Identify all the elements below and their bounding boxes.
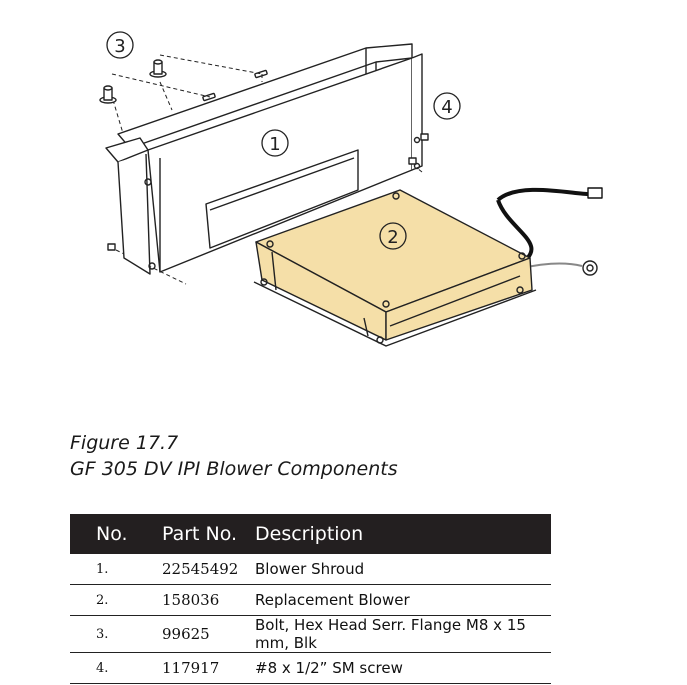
row-part-no: 158036 — [162, 584, 255, 616]
row-part-no: 117917 — [162, 652, 255, 684]
row-description: Bolt, Hex Head Serr. Flange M8 x 15 mm, … — [255, 615, 551, 653]
table-row: 1. 22545492 Blower Shroud — [70, 554, 551, 585]
row-part-no: 22545492 — [162, 554, 255, 585]
row-description: Replacement Blower — [255, 584, 551, 616]
header-description: Description — [255, 514, 551, 554]
blower-exploded-diagram: 3 4 1 2 — [99, 31, 603, 347]
row-no: 3. — [70, 615, 162, 653]
parts-table: No. Part No. Description 1. 22545492 Blo… — [70, 514, 551, 684]
row-description: Blower Shroud — [255, 554, 551, 585]
row-description: #8 x 1/2” SM screw — [255, 652, 551, 684]
row-no: 1. — [70, 554, 162, 585]
header-part-no: Part No. — [162, 514, 255, 554]
callout-4: 4 — [441, 97, 452, 118]
figure-number: Figure 17.7 — [70, 432, 179, 454]
callout-1: 1 — [269, 134, 280, 155]
figure-title: GF 305 DV IPI Blower Components — [70, 458, 398, 480]
table-row: 2. 158036 Replacement Blower — [70, 584, 551, 616]
table-row: 3. 99625 Bolt, Hex Head Serr. Flange M8 … — [70, 615, 551, 653]
row-no: 2. — [70, 584, 162, 616]
table-row: 4. 117917 #8 x 1/2” SM screw — [70, 652, 551, 684]
row-part-no: 99625 — [162, 615, 255, 653]
callout-3: 3 — [114, 36, 125, 57]
callout-2: 2 — [387, 227, 398, 248]
header-no: No. — [70, 514, 162, 554]
row-no: 4. — [70, 652, 162, 684]
table-header-row: No. Part No. Description — [70, 514, 551, 554]
